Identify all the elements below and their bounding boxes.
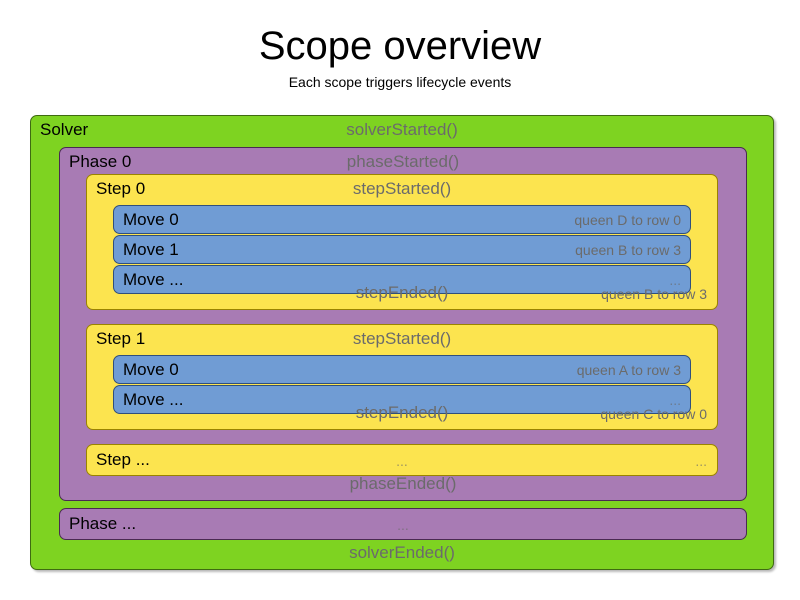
step-0-label: Step 0: [96, 179, 146, 198]
step-0-ended-detail: queen B to row 3: [601, 286, 707, 302]
move-detail: queen D to row 0: [574, 212, 681, 228]
step-1-started-event: stepStarted(): [352, 329, 452, 348]
solver-header-row: Solver solverStarted(): [31, 116, 773, 146]
phase-ellipsis-scope: Phase ... ...: [59, 508, 747, 540]
phase-ellipsis-center: ...: [397, 517, 409, 533]
step-0-header-row: Step 0 stepStarted(): [87, 175, 717, 205]
phase-0-scope: Phase 0 phaseStarted() Step 0 stepStarte…: [59, 147, 747, 501]
move-bar: Move 0 queen D to row 0: [113, 205, 691, 234]
page-title: Scope overview: [258, 24, 542, 68]
move-label: Move ...: [123, 390, 184, 409]
step-ellipsis-label: Step ...: [96, 450, 150, 469]
phase-0-ended-event: phaseEnded(): [349, 474, 457, 493]
move-bar: Move 0 queen A to row 3: [113, 355, 691, 384]
step-0-scope: Step 0 stepStarted() Move 0 queen D to r…: [86, 174, 718, 310]
phase-0-footer-row: phaseEnded(): [60, 472, 746, 498]
solver-ended-event: solverEnded(): [349, 543, 455, 562]
step-1-header-row: Step 1 stepStarted(): [87, 325, 717, 355]
phase-ellipsis-label: Phase ...: [69, 514, 137, 533]
step-1-move-list: Move 0 queen A to row 3 Move ... ...: [113, 355, 691, 415]
solver-scope: Solver solverStarted() Phase 0 phaseStar…: [30, 115, 774, 570]
move-detail: ...: [669, 392, 681, 408]
move-bar: Move ... ...: [113, 385, 691, 414]
page-subtitle: Each scope triggers lifecycle events: [288, 74, 512, 90]
solver-started-event: solverStarted(): [346, 120, 458, 139]
move-label: Move 1: [123, 240, 179, 259]
move-label: Move ...: [123, 270, 184, 289]
solver-footer-row: solverEnded(): [31, 541, 773, 567]
step-ellipsis-center: ...: [396, 453, 408, 469]
move-bar: Move ... ...: [113, 265, 691, 294]
step-ellipsis-right: ...: [695, 453, 707, 469]
step-ellipsis-scope: Step ... ... ...: [86, 444, 718, 476]
move-bar: Move 1 queen B to row 3: [113, 235, 691, 264]
solver-label: Solver: [40, 120, 89, 139]
step-1-scope: Step 1 stepStarted() Move 0 queen A to r…: [86, 324, 718, 430]
move-label: Move 0: [123, 360, 179, 379]
move-detail: queen B to row 3: [575, 242, 681, 258]
move-detail: ...: [669, 272, 681, 288]
step-0-started-event: stepStarted(): [352, 179, 452, 198]
phase-0-started-event: phaseStarted(): [346, 152, 460, 171]
move-label: Move 0: [123, 210, 179, 229]
phase-0-label: Phase 0: [69, 152, 132, 171]
step-0-move-list: Move 0 queen D to row 0 Move 1 queen B t…: [113, 205, 691, 295]
step-1-ended-detail: queen C to row 0: [600, 406, 707, 422]
move-detail: queen A to row 3: [576, 362, 681, 378]
diagram-header: Scope overview Each scope triggers lifec…: [0, 0, 800, 92]
step-1-label: Step 1: [96, 329, 146, 348]
